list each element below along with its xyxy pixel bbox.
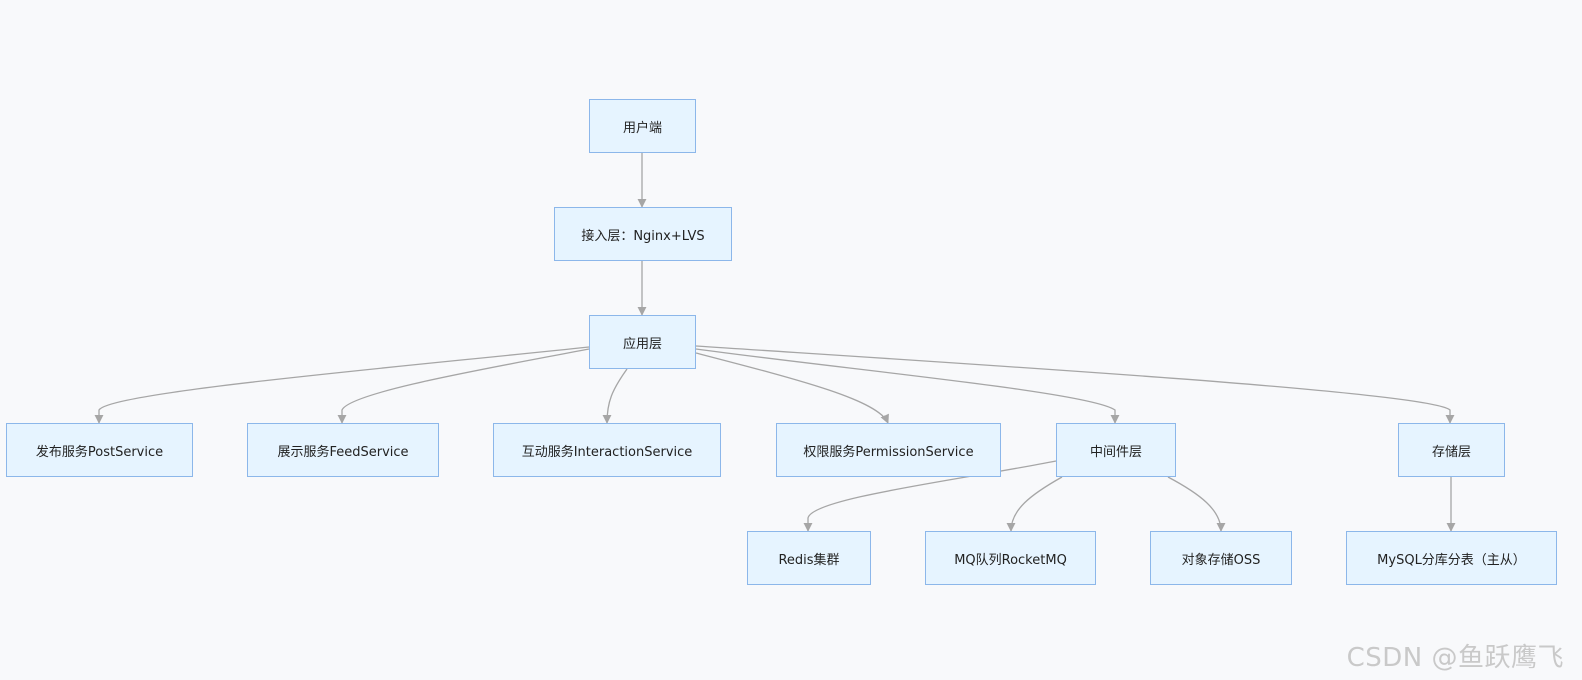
node-interaction-service: 互动服务InteractionService: [493, 423, 721, 477]
edge-app-to-permission: [695, 352, 889, 424]
node-mq-rocketmq: MQ队列RocketMQ: [925, 531, 1096, 585]
edge-app-to-interaction: [602, 368, 628, 424]
node-object-storage-oss: 对象存储OSS: [1150, 531, 1292, 585]
edge-middleware-to-mq: [1006, 476, 1063, 532]
edge-app-to-middleware: [695, 348, 1120, 424]
node-feed-service: 展示服务FeedService: [247, 423, 439, 477]
node-storage-layer: 存储层: [1398, 423, 1505, 477]
node-post-service: 发布服务PostService: [6, 423, 193, 477]
edge-app-to-feed: [337, 348, 590, 424]
node-middleware-layer: 中间件层: [1056, 423, 1176, 477]
node-user: 用户端: [589, 99, 696, 153]
node-mysql-sharding: MySQL分库分表（主从）: [1346, 531, 1557, 585]
csdn-watermark: CSDN @鱼跃鹰飞: [1346, 643, 1564, 673]
edge-app-to-storage: [695, 345, 1455, 424]
node-access-layer: 接入层：Nginx+LVS: [554, 207, 732, 261]
edge-middleware-to-redis: [803, 460, 1057, 532]
node-application-layer: 应用层: [589, 315, 696, 369]
edge-app-to-post: [94, 346, 590, 424]
node-permission-service: 权限服务PermissionService: [776, 423, 1001, 477]
node-redis-cluster: Redis集群: [747, 531, 871, 585]
edge-middleware-to-oss: [1167, 476, 1226, 532]
